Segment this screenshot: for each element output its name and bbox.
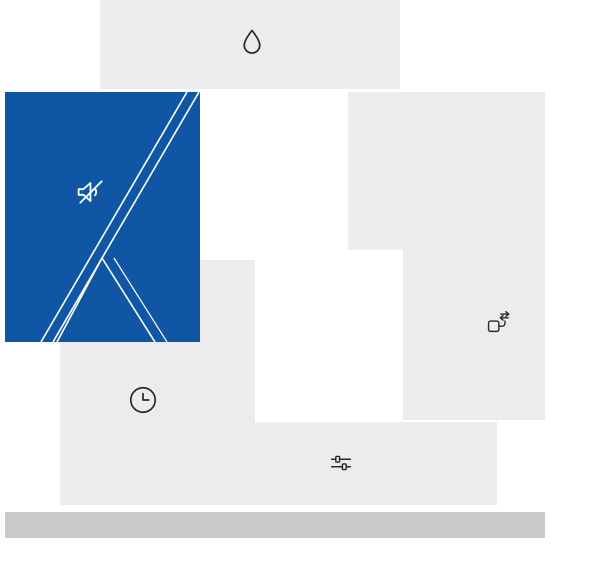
tile-settings[interactable] bbox=[200, 422, 497, 505]
tile-power[interactable] bbox=[403, 92, 545, 420]
sliders-icon bbox=[326, 448, 356, 478]
speaker-mute-icon bbox=[73, 174, 109, 210]
water-drop-icon bbox=[237, 27, 267, 57]
clock-icon bbox=[126, 383, 160, 417]
ribbon-graphic bbox=[5, 92, 200, 342]
plug-arrows-icon bbox=[482, 307, 512, 337]
bottom-bar bbox=[5, 512, 545, 538]
tile-water[interactable] bbox=[100, 0, 400, 89]
tile-sound-mute[interactable] bbox=[5, 92, 200, 342]
